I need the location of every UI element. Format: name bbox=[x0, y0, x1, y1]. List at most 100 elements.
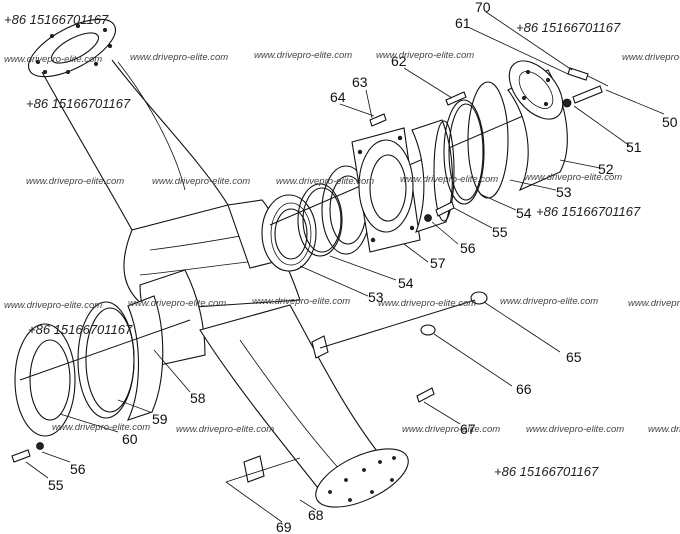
watermark-site: www.drivepro-elite.com bbox=[400, 174, 498, 185]
lower-left-axis bbox=[19, 319, 191, 381]
watermark-phone: +86 15166701167 bbox=[26, 96, 131, 111]
seal-ring-54-upper-inner bbox=[448, 103, 484, 201]
top-flange-bolt-holes bbox=[36, 23, 113, 75]
bolt-55-lower bbox=[11, 449, 31, 463]
seal-ring-54-lower bbox=[297, 183, 343, 257]
leg-shade bbox=[239, 339, 341, 471]
end-cap-52 bbox=[507, 60, 568, 192]
watermark-phone: +86 15166701167 bbox=[4, 12, 109, 27]
watermark-phone: +86 15166701167 bbox=[28, 322, 133, 337]
watermark-phone: +86 15166701167 bbox=[494, 464, 599, 479]
pin-64 bbox=[369, 113, 387, 127]
watermark-site: www.drivepro-elite.com bbox=[254, 50, 352, 61]
nut-65 bbox=[470, 291, 488, 305]
watermark-site: www.drivepro-elite.com bbox=[622, 52, 680, 63]
label-53-lower: 53 bbox=[368, 289, 384, 305]
watermark-site: www.drivepro-elite.com bbox=[26, 176, 124, 187]
washer-51 bbox=[562, 98, 572, 108]
label-57: 57 bbox=[430, 255, 446, 271]
sleeve-edge bbox=[433, 120, 455, 222]
watermark-site: www.drivepro-elite.com bbox=[4, 300, 102, 311]
label-59: 59 bbox=[152, 411, 168, 427]
watermark-site: www.drivepro-elite.com bbox=[500, 296, 598, 307]
label-56-upper: 56 bbox=[460, 240, 476, 256]
hub-flange-53-step bbox=[270, 202, 312, 266]
watermark-site: www.drivepro-elite.com bbox=[176, 424, 274, 435]
end-cap-recess bbox=[518, 71, 554, 109]
watermark-site: www.drivepro-elite.com bbox=[4, 54, 102, 65]
ring-59-inner bbox=[85, 307, 135, 413]
label-60: 60 bbox=[122, 431, 138, 447]
watermark-phone: +86 15166701167 bbox=[536, 204, 641, 219]
label-65: 65 bbox=[566, 349, 582, 365]
watermark-site: www.drivepro-elite.com bbox=[378, 298, 476, 309]
end-cap-holes bbox=[522, 70, 551, 107]
label-56-lower: 56 bbox=[70, 461, 86, 477]
watermark-site: www.drivepro-elite.com bbox=[376, 50, 474, 61]
label-62: 62 bbox=[391, 53, 407, 69]
label-54-lower: 54 bbox=[398, 275, 414, 291]
seal-ring-54-upper bbox=[443, 99, 485, 205]
label-58: 58 bbox=[190, 390, 206, 406]
fitting-axis-line bbox=[319, 299, 476, 349]
washer-56-upper bbox=[424, 214, 432, 222]
label-64: 64 bbox=[330, 89, 346, 105]
label-55-lower: 55 bbox=[48, 477, 64, 493]
watermark-site: www.drivepro-elite.com bbox=[52, 422, 150, 433]
watermark-site: www.drivepro-elite.com bbox=[526, 424, 624, 435]
label-63: 63 bbox=[352, 74, 368, 90]
watermarks: +86 15166701167 +86 15166701167 +86 1516… bbox=[4, 12, 680, 479]
watermark-phone: +86 15166701167 bbox=[516, 20, 621, 35]
foot-flange-holes bbox=[328, 456, 396, 502]
bolt-50 bbox=[572, 85, 603, 104]
fitting-on-leg bbox=[311, 335, 329, 359]
watermark-site: www.drivepro-elite.com bbox=[128, 298, 226, 309]
label-66: 66 bbox=[516, 381, 532, 397]
bearing-housing-57 bbox=[351, 127, 421, 253]
housing-holes bbox=[357, 135, 415, 243]
bolt-61-axis bbox=[587, 75, 609, 87]
neck-shade bbox=[117, 61, 186, 191]
watermark-site: www.drivepro-elite.com bbox=[524, 172, 622, 183]
pin-67 bbox=[416, 387, 435, 403]
watermark-site: www.drivepro-elite.com bbox=[130, 52, 228, 63]
label-52: 52 bbox=[598, 161, 614, 177]
label-55-upper: 55 bbox=[492, 224, 508, 240]
neck-right-edge bbox=[111, 59, 229, 206]
label-69: 69 bbox=[276, 519, 292, 534]
end-cap-face bbox=[508, 60, 564, 120]
label-51: 51 bbox=[626, 139, 642, 155]
top-flange-bore bbox=[51, 32, 99, 64]
watermark-site: www.drivepro-elite.com bbox=[628, 298, 680, 309]
label-61: 61 bbox=[455, 15, 471, 31]
lower-left-assembly bbox=[11, 295, 191, 463]
seal-ring-53-upper bbox=[467, 81, 509, 199]
bracket-69 bbox=[243, 455, 265, 483]
leader-lines bbox=[25, 11, 665, 523]
watermark-site: www.drivepro-elite.com bbox=[402, 424, 500, 435]
label-54-upper: 54 bbox=[516, 205, 532, 221]
foot-flange bbox=[315, 448, 409, 508]
bolt-61 bbox=[567, 67, 589, 81]
label-50: 50 bbox=[662, 114, 678, 130]
flange-60-inner bbox=[29, 339, 71, 421]
label-67: 67 bbox=[460, 421, 476, 437]
watermark-site: www.drivepro-elite.com bbox=[152, 176, 250, 187]
hub-flange-53-inner bbox=[274, 208, 308, 260]
washer-66 bbox=[420, 324, 436, 336]
housing-bore bbox=[369, 154, 407, 222]
hub-flange-53 bbox=[261, 194, 317, 272]
label-53-upper: 53 bbox=[556, 184, 572, 200]
label-68: 68 bbox=[308, 507, 324, 523]
shaft-axis-line bbox=[269, 99, 561, 226]
pin-62 bbox=[445, 91, 467, 106]
washer-56-lower bbox=[36, 442, 44, 450]
watermark-site: www.drivepro-elite.com bbox=[276, 176, 374, 187]
seal-ring-54-lower-inner bbox=[302, 187, 342, 253]
label-70: 70 bbox=[475, 0, 491, 15]
watermark-site: www.drivepro-elite.com bbox=[648, 424, 680, 435]
part-labels: 70 61 62 63 64 50 51 52 53 54 55 56 57 5… bbox=[48, 0, 678, 534]
neck-left-edge bbox=[41, 71, 133, 231]
